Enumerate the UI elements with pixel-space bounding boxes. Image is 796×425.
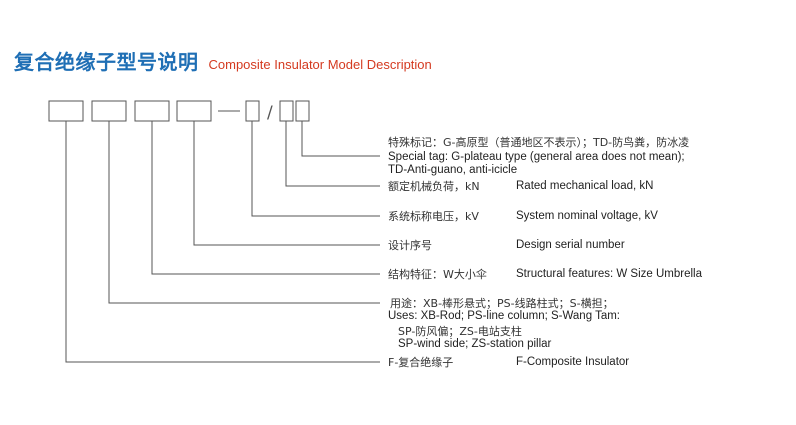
code-box-voltage	[245, 100, 260, 122]
nominal-voltage-en: System nominal voltage, kV	[516, 210, 658, 222]
structure-en: Structural features: W Size Umbrella	[516, 268, 702, 280]
design-serial-en: Design serial number	[516, 239, 625, 251]
rated-load-cn: 额定机械负荷，kN	[388, 180, 480, 193]
special-tag-en-line1: Special tag: G-plateau type (general are…	[388, 151, 685, 163]
code-box-special	[295, 100, 310, 122]
leader-special-tag	[301, 121, 380, 157]
special-tag-en-line2: TD-Anti-guano, anti-icicle	[388, 164, 518, 176]
title-row: 复合绝缘子型号说明 Composite Insulator Model Desc…	[14, 46, 432, 74]
uses-en: Uses: XB-Rod; PS-line column; S-Wang Tam…	[388, 310, 620, 322]
code-box-structure	[134, 100, 170, 122]
rated-load-en: Rated mechanical load, kN	[516, 180, 654, 192]
leader-uses	[108, 121, 380, 304]
nominal-voltage-cn: 系统标称电压，kV	[388, 210, 479, 223]
product-cn: F-复合绝缘子	[388, 356, 454, 369]
design-serial-cn: 设计序号	[388, 239, 432, 252]
code-box-design-serial	[176, 100, 212, 122]
special-tag-cn: 特殊标记：G-高原型（普通地区不表示）；TD-防鸟粪，防冰凌	[388, 136, 690, 149]
uses-cn-line2: SP-防风偏；ZS-电站支柱	[398, 325, 522, 338]
product-en: F-Composite Insulator	[516, 356, 630, 368]
structure-cn: 结构特征：W大小伞	[388, 268, 487, 281]
code-box-load	[279, 100, 294, 122]
item-special-tag: 特殊标记：G-高原型（普通地区不表示）；TD-防鸟粪，防冰凌 Special t…	[388, 136, 689, 177]
leader-product	[65, 121, 380, 363]
leader-design-serial	[193, 121, 380, 246]
leader-rated-load	[285, 121, 380, 187]
code-box-product	[48, 100, 84, 122]
uses-cn: 用途：XB-棒形悬式；PS-线路柱式；S-横担；	[390, 297, 614, 310]
leader-structure	[151, 121, 380, 275]
uses-en-line2: SP-wind side; ZS-station pillar	[398, 338, 552, 350]
leader-nominal-voltage	[251, 121, 380, 217]
item-uses: 用途：XB-棒形悬式；PS-线路柱式；S-横担； Uses: XB-Rod; P…	[388, 297, 620, 351]
title-english: Composite Insulator Model Description	[208, 57, 432, 72]
title-chinese: 复合绝缘子型号说明	[14, 50, 199, 74]
code-slash: /	[267, 103, 273, 123]
code-box-use	[91, 100, 127, 122]
